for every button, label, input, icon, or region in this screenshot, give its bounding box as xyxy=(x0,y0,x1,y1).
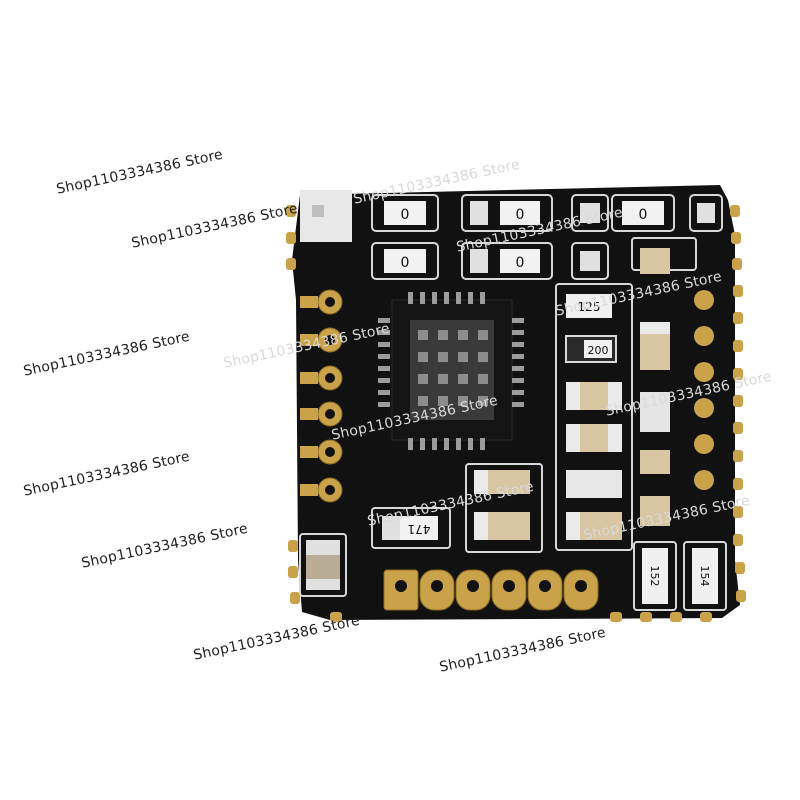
resistor-label-0b: 0 xyxy=(401,255,410,271)
resistor-125-label: 125 xyxy=(578,300,601,314)
left-pin-header xyxy=(300,289,343,503)
bottom-left-component xyxy=(299,533,347,597)
resistor-154-label: 154 xyxy=(698,566,711,587)
resistor-471-label: 471 xyxy=(408,522,431,536)
top-resistor-row: 0 0 0 0 0 xyxy=(371,194,723,280)
resistor-152-label: 152 xyxy=(648,566,661,587)
resistor-label-0d: 0 xyxy=(516,255,525,271)
resistor-label-0c: 0 xyxy=(516,207,525,223)
resistor-label-0a: 0 xyxy=(401,207,410,223)
resistor-200-label: 200 xyxy=(588,344,609,357)
crystal-component xyxy=(300,190,352,242)
resistor-125: 125 xyxy=(566,294,612,318)
right-pin-pads xyxy=(694,290,714,490)
resistor-152: 152 xyxy=(633,541,677,611)
bottom-pin-header xyxy=(383,569,599,611)
qfn-chip xyxy=(378,292,524,450)
resistor-471: 471 xyxy=(371,507,451,549)
resistor-200: 200 xyxy=(565,335,617,363)
resistor-label-0e: 0 xyxy=(639,207,648,223)
capacitor-stack xyxy=(474,248,670,540)
resistor-154: 154 xyxy=(683,541,727,611)
